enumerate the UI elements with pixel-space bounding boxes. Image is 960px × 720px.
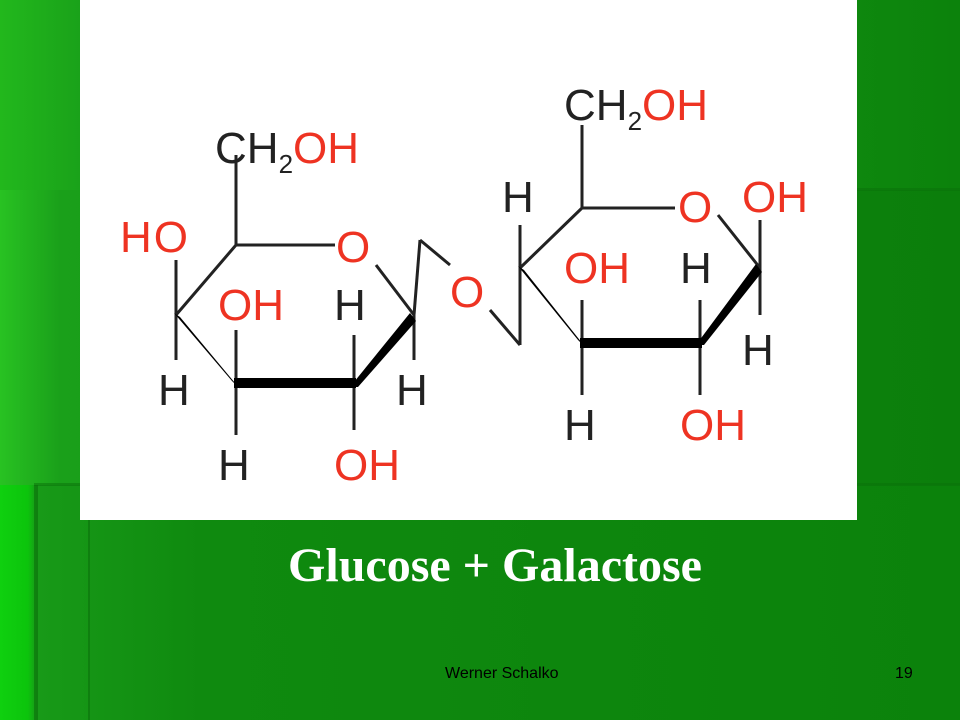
right-oh-bottom: OH [680, 401, 746, 450]
left-ch2-text: CH2OH [215, 124, 359, 179]
page-number: 19 [895, 665, 913, 682]
divider-vertical-inner [88, 485, 90, 720]
left-ring-oxygen: O [336, 223, 370, 272]
left-ho-label: HO [120, 213, 188, 262]
right-oh-anomeric: OH [742, 173, 808, 222]
disaccharide-structure: CH2OH O HO OH H H H H OH O CH2OH O OH H … [120, 81, 808, 490]
left-h-lower-right: H [396, 366, 428, 415]
bond-lines [174, 125, 762, 435]
right-h-bottom: H [564, 401, 596, 450]
right-h-top-left: H [502, 173, 534, 222]
right-ring-oxygen: O [678, 183, 712, 232]
wedge-bonds [174, 264, 762, 389]
left-h-upper: H [334, 281, 366, 330]
slide-title: Glucose + Galactose [288, 539, 702, 592]
right-h-right: H [742, 326, 774, 375]
right-oh-inner: OH [564, 244, 630, 293]
left-oh-bottom: OH [334, 441, 400, 490]
background-lower [0, 485, 960, 720]
structure-image: CH2OH O HO OH H H H H OH O CH2OH O OH H … [80, 0, 857, 520]
left-h-lower-left: H [158, 366, 190, 415]
glycosidic-oxygen: O [450, 268, 484, 317]
left-h-bottom: H [218, 441, 250, 490]
right-ch2-text: CH2OH [564, 81, 708, 136]
divider-vertical [34, 485, 38, 720]
divider-horizontal-right [855, 188, 960, 191]
author-footer: Werner Schalko [445, 665, 559, 682]
left-oh-upper: OH [218, 281, 284, 330]
right-h-inner: H [680, 244, 712, 293]
